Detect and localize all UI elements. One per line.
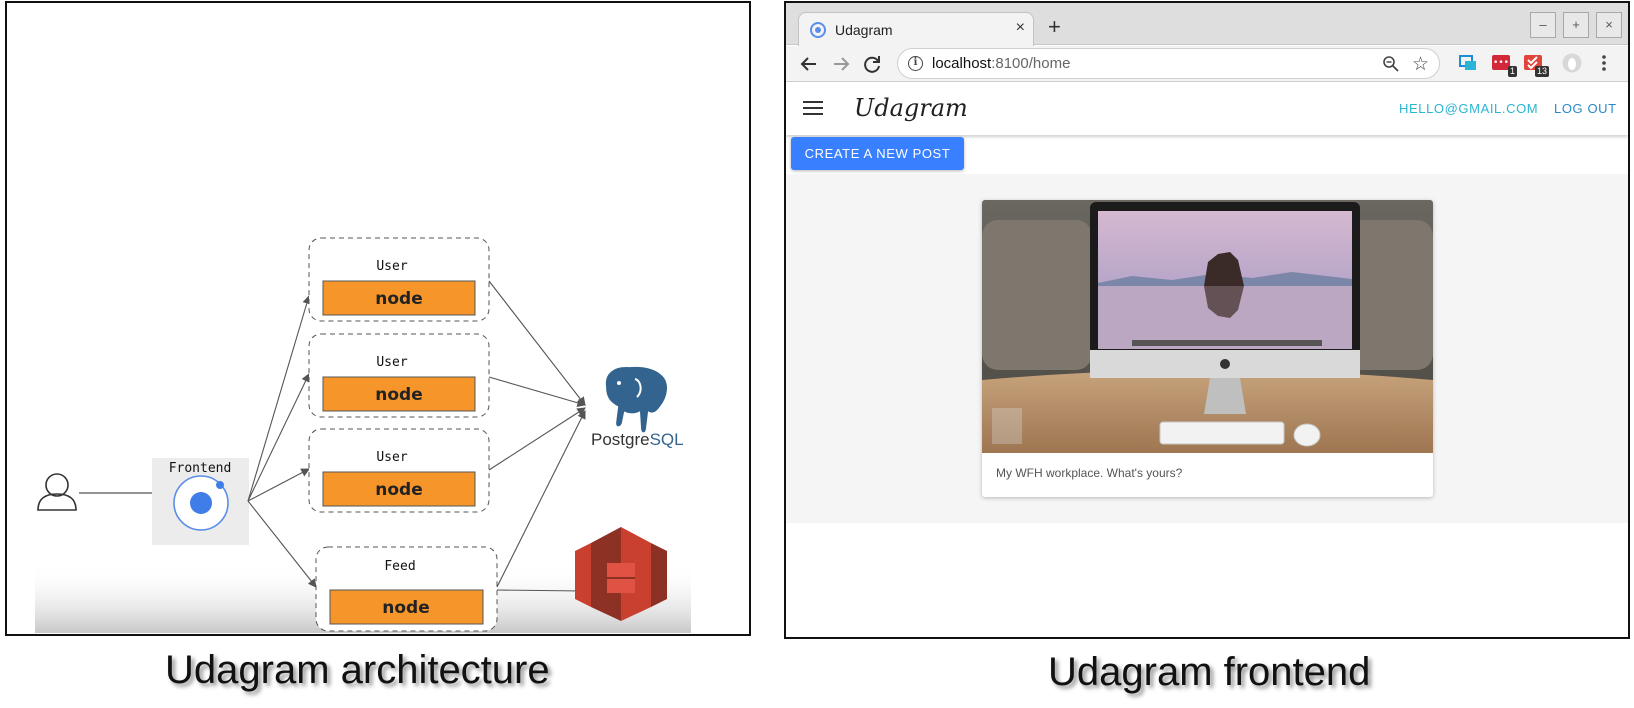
nodejs-logo <box>322 376 476 412</box>
arrow-user-3-to-postgres <box>488 407 586 471</box>
feed-list: My WFH workplace. What's yours? <box>786 174 1628 523</box>
forward-arrow-icon[interactable] <box>828 51 854 77</box>
extension-tab-icon[interactable] <box>1458 53 1478 73</box>
extension-todo-icon[interactable]: 13 <box>1523 53 1549 77</box>
url-text[interactable]: localhost:8100/home <box>932 55 1071 72</box>
arrow-feed-to-s3 <box>496 586 585 596</box>
arrow-user-1-to-postgres <box>488 280 586 406</box>
browser-toolbar: i localhost:8100/home ☆ ••• 1 13 <box>786 46 1628 82</box>
tab-close-icon[interactable]: × <box>1015 19 1025 36</box>
frontend-label: Frontend <box>169 461 232 476</box>
node-logo-text: node <box>375 289 422 309</box>
nodejs-logo <box>322 471 476 507</box>
node-logo-text: node <box>375 480 422 500</box>
service-label: Feed <box>384 559 415 574</box>
window-minimize-button[interactable]: – <box>1530 12 1556 38</box>
post-image <box>982 200 1433 453</box>
service-label: User <box>376 355 407 370</box>
node-logo-text: node <box>382 598 429 618</box>
service-user-1: User node <box>308 237 490 322</box>
browser-window: Udagram × + – + × i localhost:8100/home <box>784 1 1630 639</box>
logout-button[interactable]: LOG OUT <box>1554 101 1617 116</box>
back-arrow-icon[interactable] <box>796 51 822 77</box>
reload-icon[interactable] <box>859 51 885 77</box>
service-label: User <box>376 450 407 465</box>
address-bar[interactable]: i localhost:8100/home ☆ <box>897 48 1440 79</box>
arrow-frontend-to-user-1 <box>247 294 312 502</box>
frontend-caption: Udagram frontend <box>1048 650 1371 694</box>
create-post-button[interactable]: CREATE A NEW POST <box>791 137 964 170</box>
new-tab-button[interactable]: + <box>1048 14 1061 39</box>
profile-avatar-icon[interactable] <box>1562 53 1582 73</box>
user-email-link[interactable]: HELLO@GMAIL.COM <box>1399 101 1539 116</box>
browser-tab[interactable]: Udagram × <box>798 12 1034 46</box>
zoom-out-icon[interactable] <box>1382 55 1400 73</box>
node-logo-text: node <box>375 385 422 405</box>
service-label: User <box>376 259 407 274</box>
svg-text:•••: ••• <box>1493 58 1509 68</box>
browser-tab-strip: Udagram × + – + × <box>786 3 1628 46</box>
service-user-2: User node <box>308 333 490 418</box>
architecture-caption: Udagram architecture <box>165 648 550 692</box>
info-icon[interactable]: i <box>908 56 923 71</box>
postgresql-elephant-icon <box>603 364 670 435</box>
extension-badge-count: 1 <box>1507 66 1517 77</box>
window-close-button[interactable]: × <box>1596 12 1622 38</box>
architecture-diagram: Frontend User node <box>5 1 751 636</box>
service-user-3: User node <box>308 428 490 513</box>
arrow-frontend-to-user-2 <box>247 373 310 502</box>
arrow-frontend-to-feed <box>247 500 317 588</box>
ionic-icon <box>173 475 229 531</box>
user-icon <box>37 473 77 511</box>
browser-menu-icon[interactable] <box>1594 53 1614 73</box>
post-card[interactable]: My WFH workplace. What's yours? <box>982 200 1433 497</box>
bookmark-star-icon[interactable]: ☆ <box>1412 54 1430 75</box>
arrow-frontend-to-user-3 <box>247 468 310 502</box>
app-header: Udagram HELLO@GMAIL.COM LOG OUT <box>786 83 1628 135</box>
window-maximize-button[interactable]: + <box>1563 12 1589 38</box>
app-title: Udagram <box>854 94 968 122</box>
post-caption: My WFH workplace. What's yours? <box>996 466 1183 480</box>
menu-icon[interactable] <box>803 101 823 117</box>
extension-badge-count: 13 <box>1534 66 1549 77</box>
service-feed: Feed node <box>315 546 498 632</box>
nodejs-logo <box>329 589 484 625</box>
arrow-feed-to-postgres <box>496 410 586 588</box>
arrow-user-2-to-postgres <box>488 376 587 408</box>
postgresql-wordmark: PostgreSQL <box>591 430 684 449</box>
tab-title: Udagram <box>835 22 893 38</box>
ionic-favicon-icon <box>810 22 826 38</box>
extension-red-icon[interactable]: ••• 1 <box>1491 53 1517 77</box>
aws-s3-icon <box>575 527 667 621</box>
nodejs-logo <box>322 280 476 316</box>
